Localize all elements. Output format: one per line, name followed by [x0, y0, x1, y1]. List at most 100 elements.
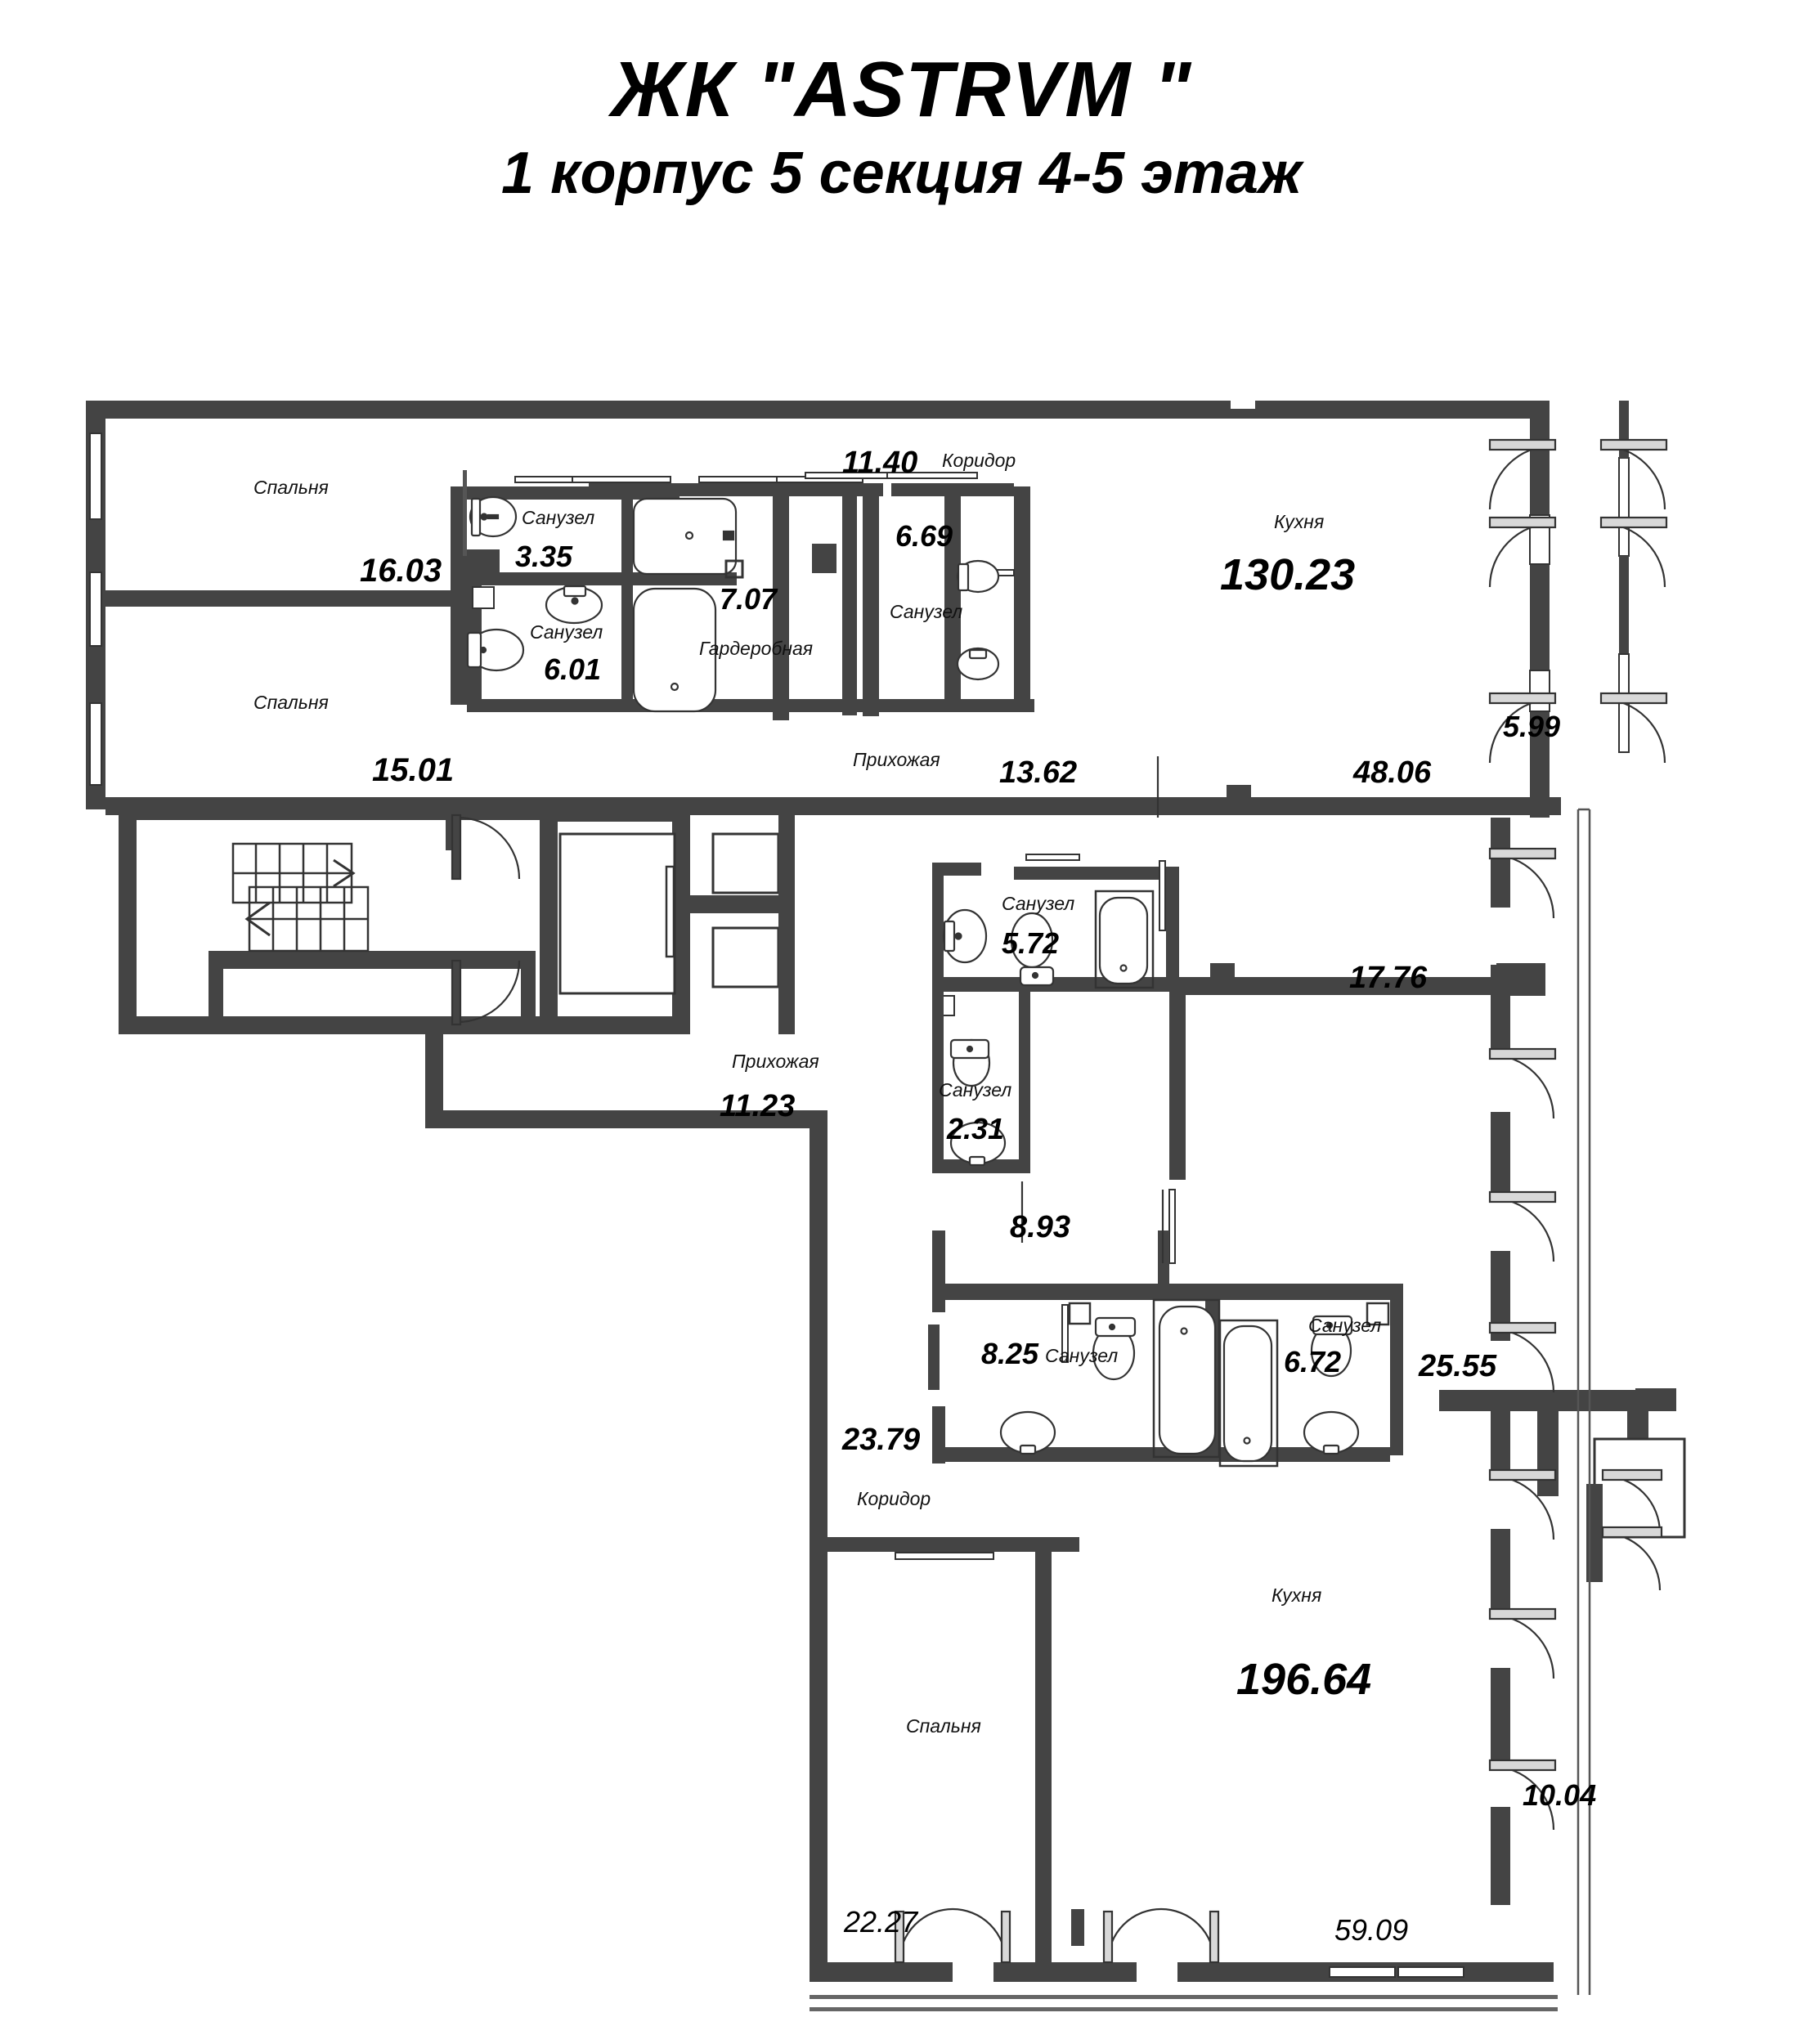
wall-corr-1140-top: [785, 483, 883, 496]
room-label-corridor-11-40: Коридор: [942, 450, 1016, 471]
wall-top-outer: [86, 401, 1550, 419]
balcony-outline: [1577, 808, 1591, 1995]
elevator-door: [665, 865, 675, 958]
wall-mid-horizontal-right: [743, 797, 1561, 815]
door-right-4: [1599, 516, 1668, 588]
dimension-25-55: 25.55: [1419, 1349, 1497, 1383]
dimension-59-09: 59.09: [1334, 1913, 1409, 1947]
wall-b572-right: [1166, 867, 1179, 989]
pillar-mid: [1227, 785, 1251, 805]
room-area-bedroom-top-2: 15.01: [372, 752, 455, 788]
wall-projection-top: [1439, 1390, 1537, 1411]
room-label-bath-2-31: Санузел: [939, 1079, 1012, 1100]
room-area-wardrobe: 7.07: [720, 582, 778, 616]
service-box-1: [711, 832, 780, 894]
wall-bath335-bottom: [467, 572, 737, 585]
dimension-5-99: 5.99: [1503, 710, 1561, 743]
door-right-5: [1488, 692, 1557, 764]
room-area-bath-6-72: 6.72: [1284, 1345, 1342, 1378]
door-right-13: [1601, 1468, 1663, 1534]
wall-elevator-right: [672, 805, 690, 1034]
bathtub-icon: [1222, 1325, 1273, 1463]
room-area-bath-2-31: 2.31: [947, 1112, 1005, 1145]
room-area-hall-11-23: 11.23: [720, 1089, 796, 1123]
wall-elevator-left: [540, 805, 558, 1034]
door-bottom-2: [1102, 1907, 1220, 1964]
wall-elevator-bottom: [540, 1016, 687, 1034]
room-area-bath-6-01: 6.01: [544, 652, 602, 686]
bathtub-icon: [632, 587, 717, 713]
door-right-1: [1488, 438, 1557, 510]
window-left-2: [89, 572, 102, 647]
wall-stair-top: [119, 805, 609, 820]
bathtub-icon: [1098, 896, 1149, 985]
dimension-10-04: 10.04: [1523, 1778, 1597, 1812]
door-right-7: [1488, 847, 1557, 919]
door-lower-right-15: [1488, 1759, 1557, 1831]
door-right-12: [1488, 1607, 1557, 1679]
room-area-hall-13-62: 13.62: [999, 755, 1078, 790]
wall-bath669-right: [1014, 486, 1030, 707]
wall-bed-bottom-right: [1035, 1537, 1052, 1962]
room-label-bath-3-35: Санузел: [522, 507, 595, 528]
wall-b231-bottom: [932, 1159, 1030, 1173]
room-area-bedroom-bottom: 22.27: [844, 1905, 918, 1939]
room-label-hall-13-62: Прихожая: [853, 749, 940, 770]
wall-b825-left-top: [932, 1230, 945, 1312]
door-right-6: [1599, 692, 1668, 764]
bathtub-icon: [632, 497, 738, 576]
door-stair-top: [451, 814, 521, 881]
room-area-bath-3-35: 3.35: [515, 540, 573, 573]
door-right-10: [1488, 1321, 1557, 1393]
wall-b231-right: [1019, 992, 1030, 1173]
window-left-1: [89, 433, 102, 520]
door-bottom-1: [894, 1907, 1011, 1964]
room-label-bedroom-bottom: Спальня: [906, 1715, 981, 1737]
wall-bed-bottom-top-1: [827, 1537, 1056, 1552]
stair-flight-upper: [231, 842, 356, 904]
door-right-8: [1488, 1047, 1557, 1119]
door-right-3: [1488, 516, 1557, 588]
stair-flight-lower: [244, 885, 370, 953]
wall-b231-left: [932, 977, 944, 1173]
room-label-bath-6-69: Санузел: [890, 601, 963, 622]
stair-landing: [209, 951, 536, 969]
fixtures-group: [466, 495, 1390, 1468]
service-box-2: [711, 926, 780, 988]
wall-right-outer-top: [1530, 401, 1550, 515]
wall-central-spine: [773, 483, 789, 720]
room-label-kitchen-130: Кухня: [1274, 511, 1325, 532]
door-right-11: [1488, 1468, 1557, 1540]
wall-bath601-right: [621, 585, 633, 704]
wall-bottom-left: [810, 1962, 953, 1982]
room-area-corridor-11-40: 11.40: [842, 446, 918, 480]
wall-bath335-niche: [467, 549, 500, 576]
wall-bath669-left: [944, 486, 961, 707]
bathtub-icon: [1158, 1305, 1217, 1455]
walls-group: [86, 401, 1686, 2011]
wall-hall-11-23: [425, 1110, 826, 1128]
room-label-kitchen-196: Кухня: [1272, 1585, 1322, 1606]
dimension-17-76: 17.76: [1349, 961, 1428, 995]
room-label-bath-5-72: Санузел: [1002, 893, 1075, 914]
elevator-cab: [558, 832, 676, 995]
room-label-bath-6-72: Санузел: [1308, 1315, 1382, 1336]
dimension-8-93: 8.93: [1010, 1210, 1070, 1244]
wall-elevator-top: [540, 805, 687, 822]
wall-stair-bottom: [119, 1016, 609, 1034]
room-label-wardrobe: Гардеробная: [699, 638, 814, 659]
wall-bath-cluster-top: [945, 1284, 1403, 1300]
room-area-bath-8-25: 8.25: [981, 1337, 1039, 1370]
room-label-bedroom-top-2: Спальня: [253, 692, 329, 713]
room-area-bedroom-top-1: 16.03: [360, 553, 442, 589]
wall-b672-right: [1390, 1300, 1403, 1455]
room-label-bath-6-01: Санузел: [530, 621, 603, 643]
wall-hall-vertical: [810, 1110, 827, 1977]
door-right-14: [1601, 1526, 1663, 1591]
wall-wardrobe-right: [842, 486, 857, 715]
wall-service-right: [778, 805, 795, 1034]
room-label-bath-8-25: Санузел: [1045, 1345, 1119, 1366]
room-area-corridor-23-79: 23.79: [842, 1423, 921, 1457]
door-stair-bottom: [451, 959, 521, 1026]
